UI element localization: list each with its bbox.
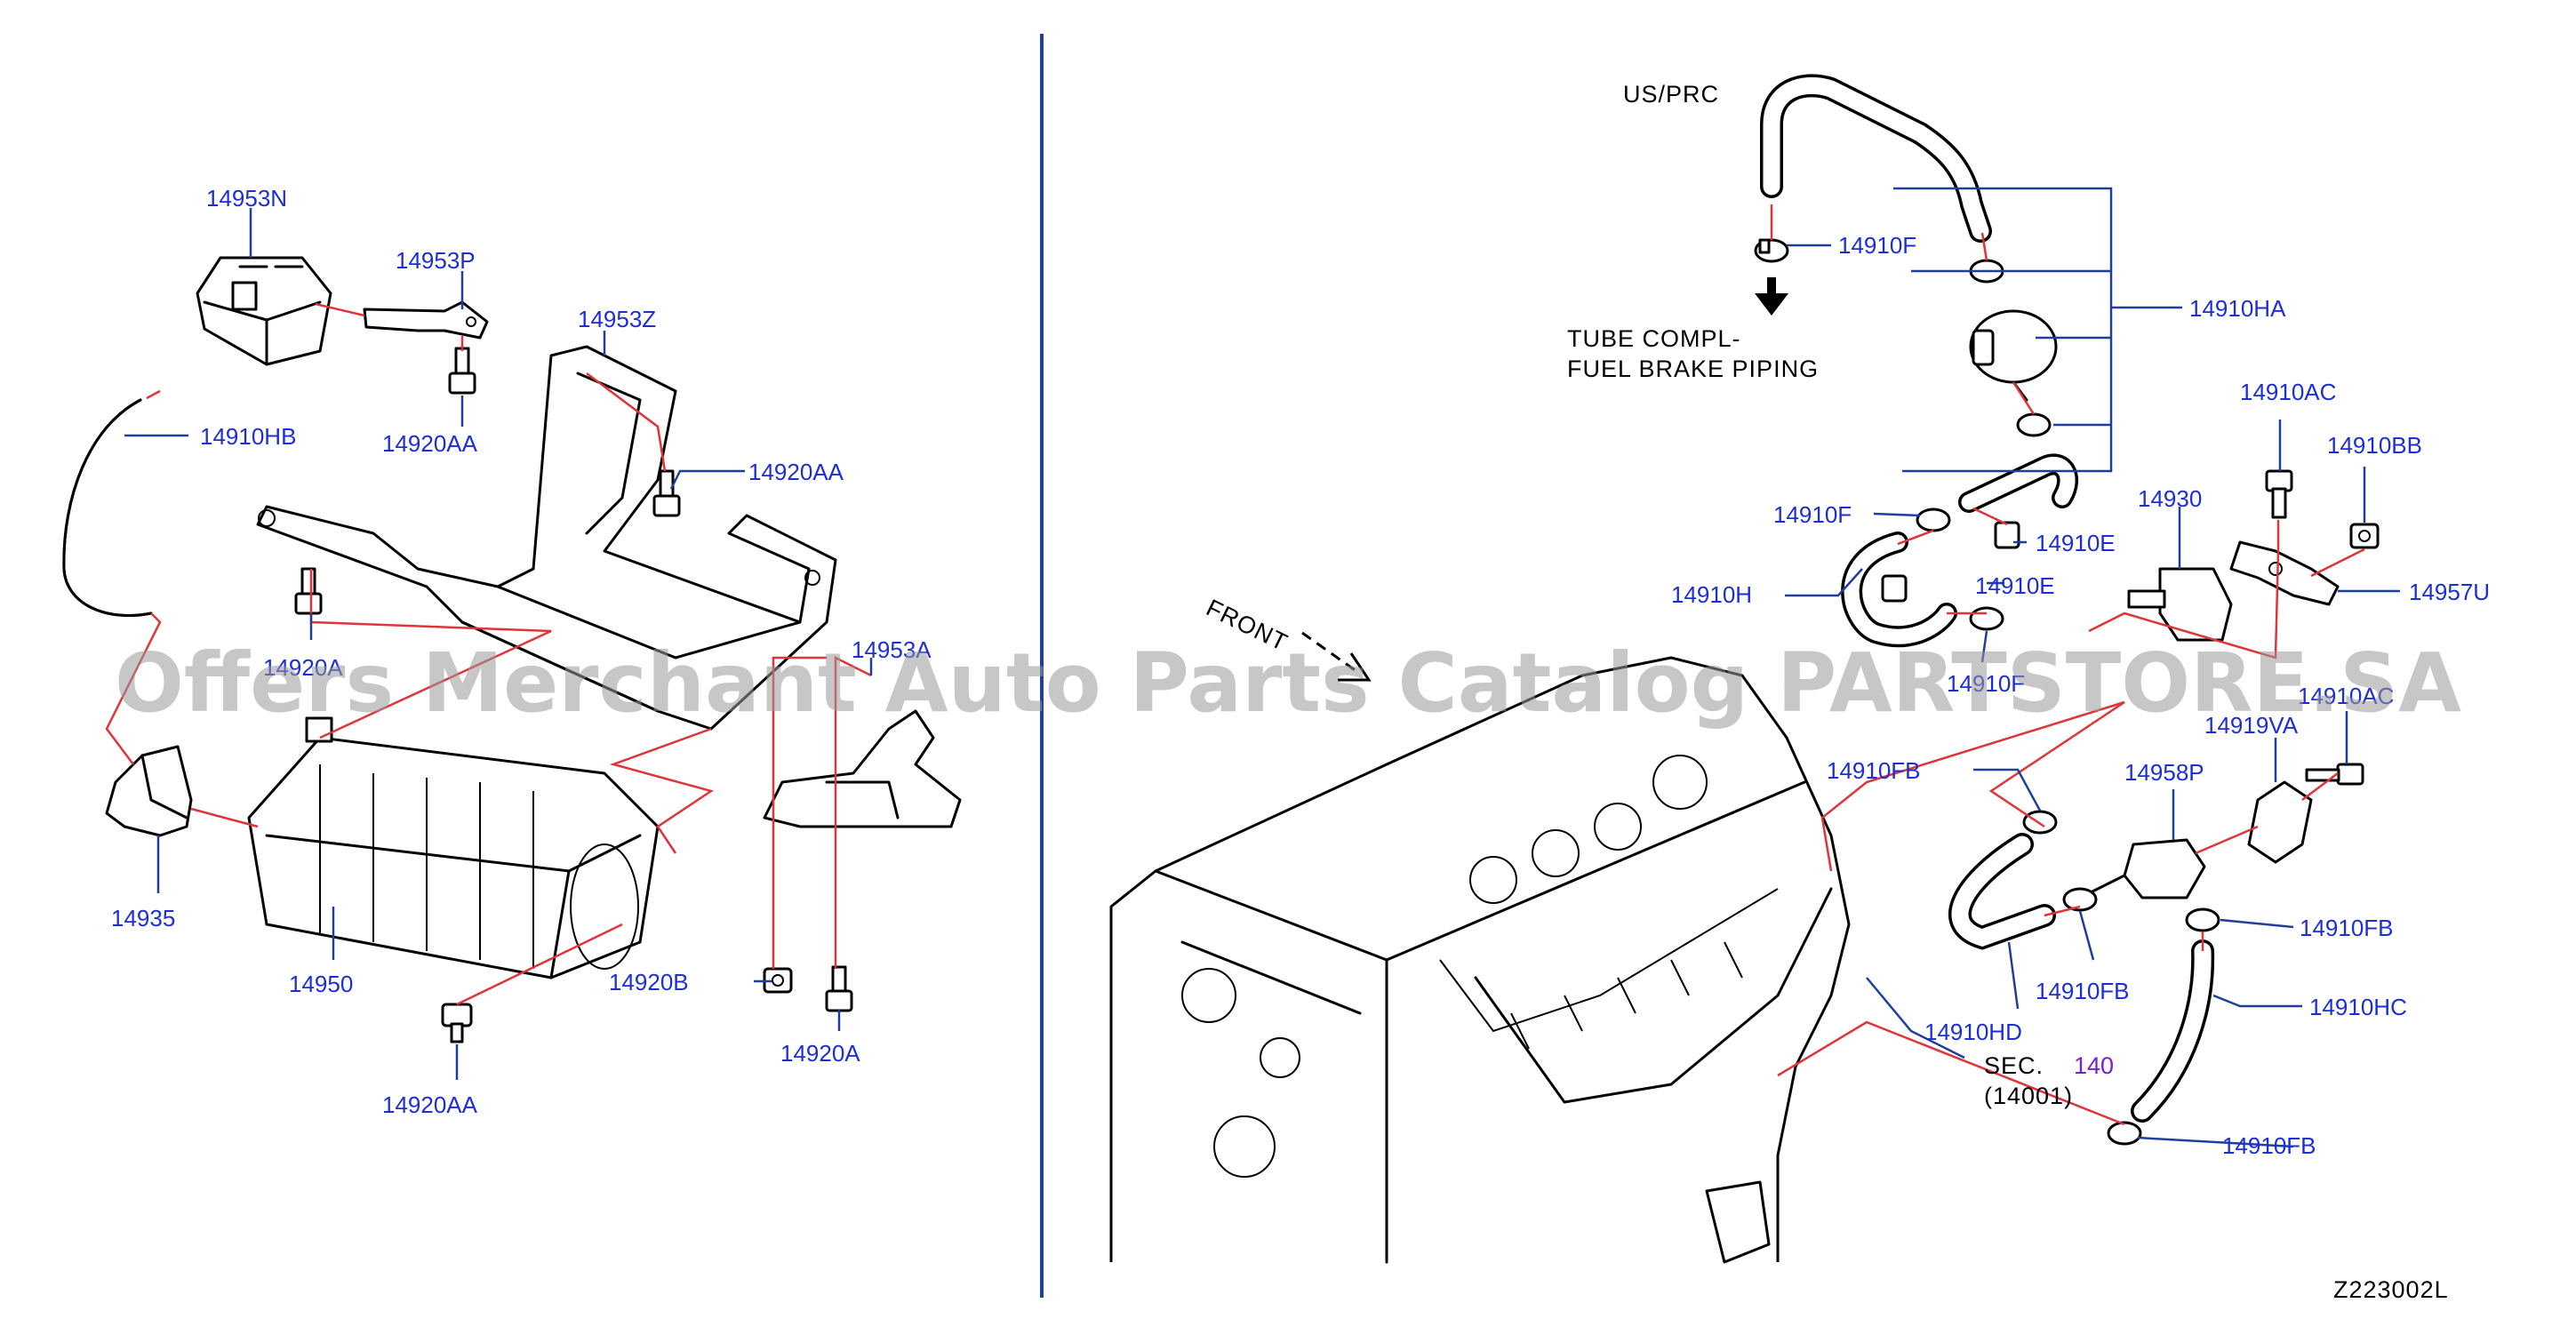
left-leader-lines [105, 302, 872, 1006]
diagram-code: Z223002L [2333, 1276, 2449, 1303]
front-arrow-icon [1301, 631, 1372, 682]
hose-14910hc-inner [2133, 942, 2212, 1120]
note-tube-line2: FUEL BRAKE PIPING [1567, 356, 1819, 382]
label-14910f-mid: 14910F [1773, 501, 1852, 528]
hose-14910hb-part [62, 398, 153, 618]
label-14910ha: 14910HA [2189, 295, 2286, 322]
hose-14910h-inner [1844, 534, 1955, 644]
clamp-icon [1754, 238, 1789, 263]
label-14958p: 14958P [2124, 759, 2204, 786]
label-14910e-top: 14910E [2036, 530, 2116, 556]
bracket-14953a-part [763, 709, 962, 828]
valve-14958p-part [2078, 838, 2206, 899]
valve-14935-part [105, 745, 193, 837]
valve-14930-part [2127, 567, 2233, 642]
bolt-icon [294, 567, 323, 615]
filter-14910ha-part [1969, 309, 2058, 402]
watermark-text: Offers Merchant Auto Parts Catalog PARTS… [115, 636, 2461, 731]
label-14935: 14935 [111, 905, 175, 931]
clamp-icon [2016, 412, 2052, 437]
label-14920a: 14920A [780, 1040, 860, 1067]
hose-upper-inner [1961, 457, 2076, 510]
label-14910hc: 14910HC [2309, 994, 2407, 1020]
bracket-14957u-part [2229, 540, 2340, 606]
clamp-icon [1881, 574, 1908, 603]
label-14957u: 14957U [2409, 579, 2490, 605]
label-14953n: 14953N [206, 185, 287, 212]
note-sec-code: (14001) [1984, 1083, 2073, 1109]
right-blue-leaders [1785, 187, 2400, 1148]
left-blue-leaders [124, 208, 873, 1080]
label-14910f-top: 14910F [1838, 232, 1916, 259]
label-14920aa-mid: 14920AA [748, 459, 844, 485]
bolt-icon [441, 1003, 473, 1043]
label-14910fb-mid: 14910FB [2036, 978, 2130, 1004]
label-14920b: 14920B [609, 969, 689, 995]
bracket-14953z-part [256, 345, 837, 731]
note-sec: SEC. [1984, 1052, 2044, 1079]
bolt-icon [825, 965, 853, 1012]
canister-14950-part [247, 716, 660, 979]
bracket-14919va-part [2247, 780, 2313, 864]
clamp-icon [1916, 508, 1951, 532]
right-leader-lines [1770, 204, 2365, 1126]
label-14910hb: 14910HB [200, 423, 296, 450]
note-variant: US/PRC [1623, 81, 1719, 108]
label-14910fb-bottom: 14910FB [2222, 1132, 2316, 1159]
label-14920aa-top: 14920AA [382, 430, 478, 457]
label-14953a: 14953A [852, 636, 932, 663]
label-14919va: 14919VA [2204, 712, 2299, 739]
clamp-icon [2107, 1121, 2142, 1146]
note-sec-number: 140 [2074, 1052, 2114, 1079]
label-14953z: 14953Z [578, 306, 656, 332]
clamp-icon [2022, 810, 2058, 835]
clamp-icon [2062, 887, 2098, 912]
label-14910h: 14910H [1671, 581, 1752, 608]
valve-14953n-part [196, 256, 332, 366]
clamp-icon [1994, 521, 2020, 549]
note-tube-line1: TUBE COMPL- [1567, 325, 1741, 352]
clamp-icon [1969, 606, 2004, 631]
label-14950: 14950 [289, 971, 353, 997]
label-14910hd: 14910HD [1924, 1019, 2022, 1045]
label-14910ac-right: 14910AC [2298, 683, 2394, 709]
label-14920a-hidden: 14920A [263, 654, 343, 681]
clamp-icon [2185, 907, 2220, 932]
label-14910fb-right: 14910FB [2300, 915, 2394, 941]
label-14953p: 14953P [396, 247, 476, 274]
label-14910ac-top: 14910AC [2240, 379, 2336, 405]
label-14910bb: 14910BB [2327, 432, 2422, 459]
tube-us-prc-inner [1763, 76, 1989, 240]
label-14920aa-bottom: 14920AA [382, 1091, 478, 1118]
label-14910fb-upper: 14910FB [1827, 757, 1921, 784]
nut-icon [2349, 523, 2380, 549]
bolt-icon [2305, 763, 2364, 786]
label-14910e-mid: 14910E [1975, 572, 2055, 599]
hose-14910hb-inner [62, 398, 153, 618]
engine-block-part [1109, 656, 1851, 1264]
label-14930: 14930 [2138, 485, 2202, 512]
hose-14910hd-inner [1951, 835, 2053, 947]
label-14910f-low: 14910F [1947, 670, 2025, 697]
arrow-down-icon [1755, 277, 1788, 316]
bolt-icon [448, 347, 476, 395]
bolt-icon [2265, 469, 2293, 519]
bracket-14953p-part [363, 300, 489, 340]
